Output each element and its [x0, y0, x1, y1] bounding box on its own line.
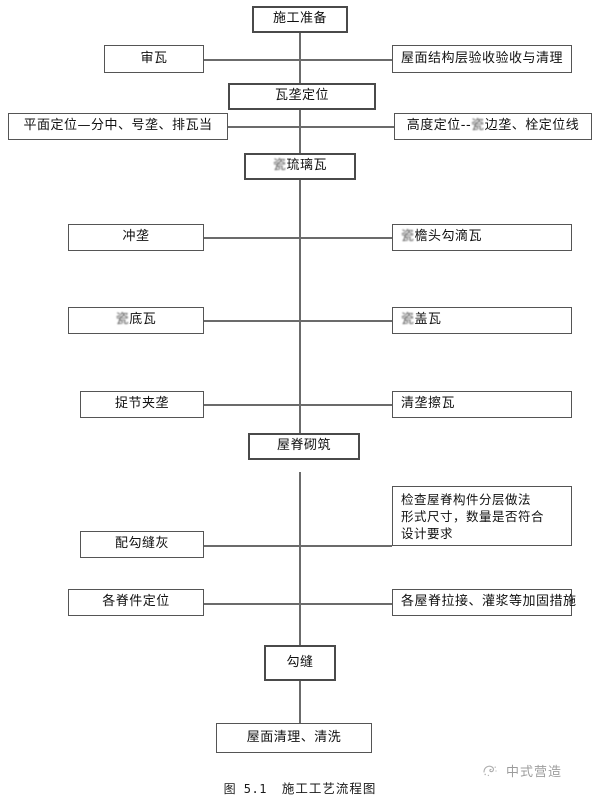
figure-title: 施工工艺流程图	[281, 781, 377, 796]
connector-row-position	[228, 126, 394, 128]
node-ridge-masonry[interactable]: 屋脊砌筑	[248, 433, 360, 460]
connector-spine-3	[299, 180, 301, 450]
node-zhuojie-jialong[interactable]: 捉节夹垄	[80, 391, 204, 418]
connector-row-peigou	[204, 545, 392, 547]
connector-spine-5	[299, 680, 301, 724]
node-label: 瓦垄定位	[274, 88, 329, 104]
node-label: 琉璃瓦	[286, 158, 328, 174]
node-label: 清垄擦瓦	[401, 396, 456, 412]
node-label-obscured-char: 瓷	[401, 229, 415, 245]
connector-row-chonglong	[204, 237, 392, 239]
node-label-line-2: 形式尺寸，数量是否符合	[401, 508, 545, 524]
node-label-obscured-char: 瓷	[115, 312, 130, 328]
node-chong-long[interactable]: 冲垄	[68, 224, 204, 251]
node-label: 各脊件定位	[102, 594, 170, 610]
node-label-suffix: 边垄、栓定位线	[484, 118, 580, 134]
connector-row-ridgeparts	[204, 603, 392, 605]
node-label: 屋面结构层验收验收与清理	[400, 50, 563, 66]
node-ridge-parts-positioning[interactable]: 各脊件定位	[68, 589, 204, 616]
node-roof-structure-acceptance[interactable]: 屋面结构层验收验收与清理	[392, 45, 572, 73]
connector-spine-1	[299, 32, 301, 84]
node-label: 冲垄	[122, 229, 150, 245]
brand-watermark: 中式营造	[480, 760, 562, 780]
node-ridge-reinforcement[interactable]: 各屋脊拉接、灌浆等加固措施	[392, 589, 576, 616]
node-label: 配勾缝灰	[114, 536, 169, 552]
node-eave-tile[interactable]: 瓷檐头勾滴瓦	[392, 224, 572, 251]
connector-row-zhuojie	[204, 404, 392, 406]
node-glazed-tile[interactable]: 瓷琉璃瓦	[244, 153, 356, 180]
node-label-obscured-char: 瓷	[272, 158, 287, 174]
connector-spine-4	[299, 472, 301, 646]
figure-number: 图 5.1	[223, 782, 267, 796]
node-label: 檐头勾滴瓦	[414, 229, 483, 245]
node-height-positioning[interactable]: 高度定位--瓷边垄、栓定位线	[394, 113, 592, 140]
node-plane-positioning[interactable]: 平面定位—分中、号垄、排瓦当	[8, 113, 228, 140]
node-tile-ridge-positioning[interactable]: 瓦垄定位	[228, 83, 376, 110]
node-label: 底瓦	[129, 312, 157, 328]
node-label: 屋面清理、清洗	[246, 729, 342, 745]
node-label: 审瓦	[140, 50, 168, 66]
node-ridge-check-requirements[interactable]: 检查屋脊构件分层做法 形式尺寸，数量是否符合 设计要求	[392, 486, 572, 546]
node-label: 平面定位—分中、号垄、排瓦当	[23, 118, 213, 134]
node-roof-cleaning[interactable]: 屋面清理、清洗	[216, 723, 372, 753]
node-label: 盖瓦	[414, 312, 442, 328]
node-label: 捉节夹垄	[114, 396, 169, 412]
node-label: 各屋脊拉接、灌浆等加固措施	[401, 594, 577, 610]
brand-name: 中式营造	[506, 764, 563, 780]
node-qinglong-cawa[interactable]: 清垄擦瓦	[392, 391, 572, 418]
node-cover-tile[interactable]: 瓷盖瓦	[392, 307, 572, 334]
node-bottom-tile[interactable]: 瓷底瓦	[68, 307, 204, 334]
node-label: 勾缝	[286, 654, 314, 670]
node-construction-preparation[interactable]: 施工准备	[252, 6, 348, 33]
node-inspect-tile[interactable]: 审瓦	[104, 45, 204, 73]
node-pei-gou-feng-hui[interactable]: 配勾缝灰	[80, 531, 204, 558]
connector-spine-2	[299, 110, 301, 158]
swirl-logo-icon	[480, 760, 500, 780]
connector-row-tile	[204, 320, 392, 322]
node-label-line-3: 设计要求	[401, 525, 454, 541]
node-label-obscured-char: 瓷	[401, 312, 415, 328]
node-label-line-1: 检查屋脊构件分层做法	[401, 492, 532, 507]
figure-caption: 图 5.1 施工工艺流程图	[0, 778, 600, 797]
node-label: 屋脊砌筑	[276, 438, 331, 454]
node-pointing[interactable]: 勾缝	[264, 645, 336, 681]
connector-row-inspect	[204, 59, 392, 61]
node-label-prefix: 高度定位--	[406, 118, 472, 134]
node-label: 施工准备	[272, 11, 327, 27]
node-label-obscured-char: 瓷	[471, 118, 485, 134]
